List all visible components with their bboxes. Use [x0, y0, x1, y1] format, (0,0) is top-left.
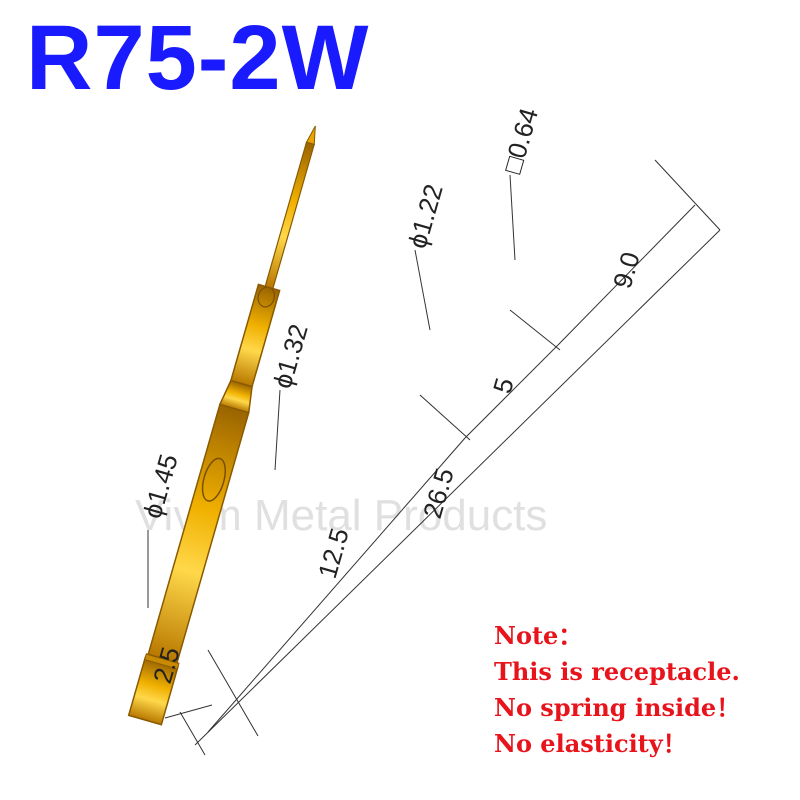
note-line-elasticity: No elasticity！	[494, 729, 687, 758]
probe	[127, 125, 316, 726]
dim-diameter-body: ϕ1.32	[267, 321, 314, 392]
probe-point	[305, 125, 316, 145]
dim-length-neck: 5	[487, 374, 520, 396]
note-line-spring: No spring inside！	[494, 693, 741, 722]
product-title: R75-2W	[26, 7, 370, 109]
dim-length-tip: 9.0	[607, 249, 646, 292]
probe-marking	[201, 457, 227, 502]
note-line-receptacle: This is receptacle.	[494, 657, 740, 686]
dim-tip-square: □0.64	[497, 105, 544, 177]
note-box: Note： This is receptacle. No spring insi…	[494, 618, 740, 762]
dim-diameter-neck: ϕ1.22	[402, 181, 449, 252]
note-heading: Note：	[494, 621, 583, 650]
dimension-lines	[147, 159, 721, 756]
probe-tip-shaft	[264, 141, 315, 290]
